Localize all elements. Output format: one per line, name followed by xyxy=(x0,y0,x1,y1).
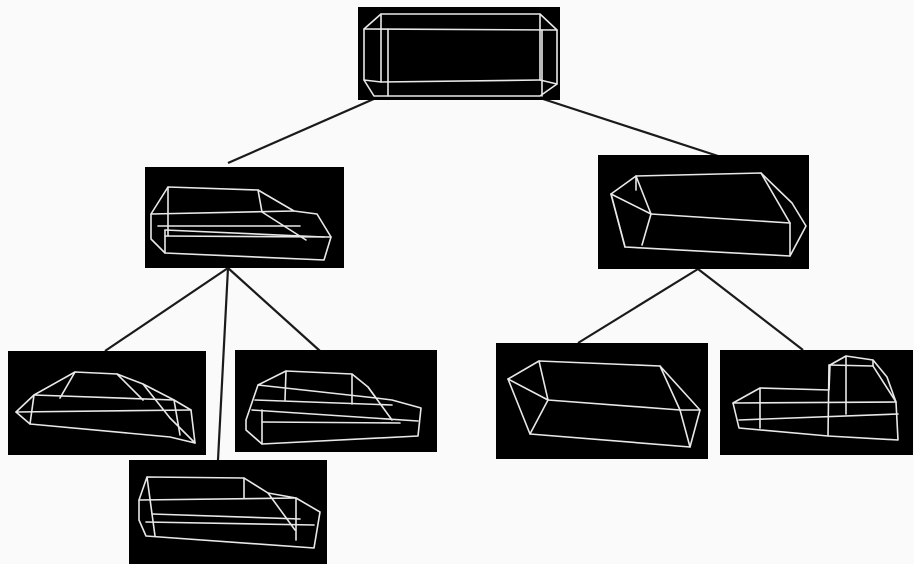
wireframe-stepped-box-icon xyxy=(245,370,422,445)
wireframe-tilted-box-icon xyxy=(610,172,807,257)
wireframe-stepped-box-icon xyxy=(150,186,332,261)
node-left xyxy=(145,167,344,268)
edge-left-child-3 xyxy=(216,267,230,461)
node-right-child-2 xyxy=(720,350,913,455)
edge-root-left xyxy=(227,96,377,165)
edge-left-child-2 xyxy=(227,267,321,352)
wireframe-tilted-box-icon xyxy=(507,360,701,448)
node-left-child-1 xyxy=(8,351,206,455)
wireframe-wedge-roof-box-icon xyxy=(15,371,196,444)
wireframe-split-box-icon xyxy=(732,355,899,441)
edge-right-child-1 xyxy=(577,268,699,344)
node-root xyxy=(358,7,560,100)
node-right xyxy=(598,155,809,269)
edge-right-child-2 xyxy=(697,268,804,351)
node-left-child-2 xyxy=(235,350,437,452)
edge-left-child-1 xyxy=(104,267,229,352)
wireframe-stepped-box-icon xyxy=(138,476,321,549)
edge-root-right xyxy=(539,96,719,158)
wireframe-box-icon xyxy=(363,13,558,97)
node-left-child-3 xyxy=(129,460,327,564)
node-right-child-1 xyxy=(496,343,708,459)
tree-edges xyxy=(104,96,804,461)
